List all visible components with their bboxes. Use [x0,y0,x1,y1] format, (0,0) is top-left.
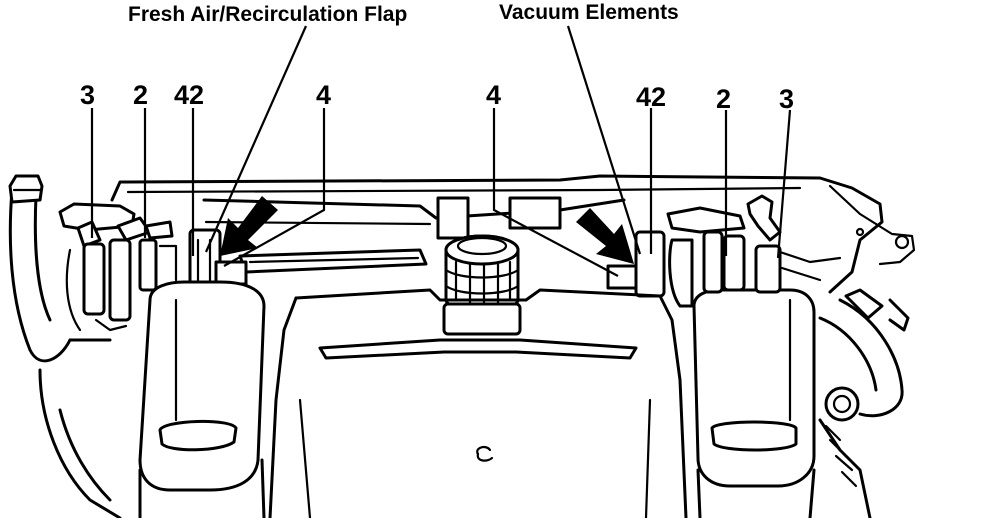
label-right-2: 2 [716,84,731,114]
label-left-3: 3 [80,80,95,110]
label-right-3: 3 [779,84,794,114]
left-intake [138,280,266,520]
label-left-42: 42 [174,80,204,110]
left-hose [8,174,122,520]
engine-cover [268,288,688,520]
left-arrow-icon [220,196,278,256]
label-right-42: 42 [636,82,666,112]
air-duct [202,196,626,274]
left-vacuum-element [188,228,248,292]
label-left-2: 2 [133,80,148,110]
reservoir-cap [442,234,522,336]
label-vacuum-elements: Vacuum Elements [499,1,679,24]
label-fresh-air-flap: Fresh Air/Recirculation Flap [128,3,407,26]
right-intake [692,288,816,520]
right-hoses [818,288,910,520]
right-arrow-icon [576,208,634,264]
label-right-4: 4 [486,80,501,110]
leader-lines [90,25,792,277]
right-actuator-cluster [666,194,842,308]
firewall-panel [110,174,916,294]
left-actuator-cluster [58,202,178,332]
label-left-4: 4 [316,80,331,110]
